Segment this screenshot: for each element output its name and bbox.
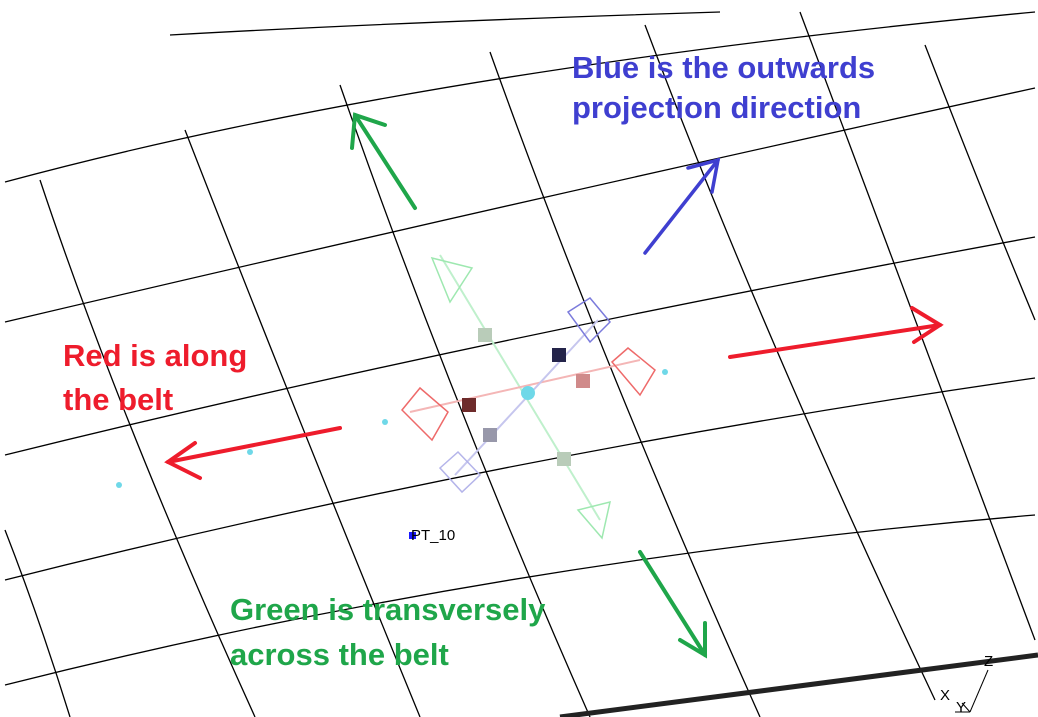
- cube-green-1: [478, 328, 492, 342]
- red-axis-faint: [409, 359, 641, 413]
- green-annotation-line1: Green is transversely: [230, 592, 546, 627]
- cube-red-1: [462, 398, 476, 412]
- red-cone-right: [610, 347, 656, 397]
- mesh-node: [382, 419, 388, 425]
- red-annotation-line2: the belt: [63, 382, 173, 417]
- mesh-line: [4, 529, 71, 717]
- triad-origin: [521, 386, 535, 400]
- point-label: PT_10: [411, 527, 455, 544]
- blue-cone-bottom: [438, 450, 482, 494]
- green-arrow-up: [350, 112, 417, 210]
- red-arrow-left: [164, 426, 342, 480]
- mesh-line: [644, 24, 936, 701]
- red-cone-left: [400, 386, 449, 442]
- mesh-node: [247, 449, 253, 455]
- mesh-line: [169, 11, 721, 36]
- mesh-grid: [4, 11, 1036, 717]
- mesh-line: [4, 236, 1036, 456]
- cube-green-2: [557, 452, 571, 466]
- blue-arrow-outward: [643, 157, 721, 255]
- cube-blue-1: [552, 348, 566, 362]
- triad-label-z: Z: [984, 653, 993, 670]
- mesh-line: [924, 44, 1036, 321]
- red-arrow-right: [728, 306, 944, 359]
- belt-triad-glyph: [400, 254, 656, 540]
- cube-blue-2: [483, 428, 497, 442]
- green-cone-top: [430, 256, 474, 304]
- blue-annotation-line1: Blue is the outwards: [572, 50, 875, 85]
- green-arrow-down: [638, 550, 707, 659]
- shell-edge: [559, 652, 1038, 717]
- mesh-line: [184, 129, 421, 717]
- mesh-line: [799, 11, 1036, 641]
- triad-label-y: Y: [956, 699, 966, 716]
- mesh-line: [39, 179, 256, 717]
- mesh-node: [116, 482, 122, 488]
- mesh-line: [4, 11, 1036, 183]
- mesh-line: [4, 514, 1036, 686]
- mesh-line: [4, 377, 1036, 581]
- mesh-line: [4, 87, 1036, 323]
- mesh-nodes: [116, 369, 668, 488]
- cube-red-2: [576, 374, 590, 388]
- mesh-line: [489, 51, 761, 717]
- green-annotation-line2: across the belt: [230, 637, 449, 672]
- triad-label-x: X: [940, 687, 950, 704]
- red-annotation-line1: Red is along: [63, 338, 247, 373]
- green-cone-bottom: [576, 500, 611, 540]
- point-marker[interactable]: [409, 532, 416, 539]
- blue-annotation-line2: projection direction: [572, 90, 861, 125]
- coordinate-triad: [955, 669, 989, 713]
- blue-cone-top: [566, 297, 612, 344]
- mesh-node: [662, 369, 668, 375]
